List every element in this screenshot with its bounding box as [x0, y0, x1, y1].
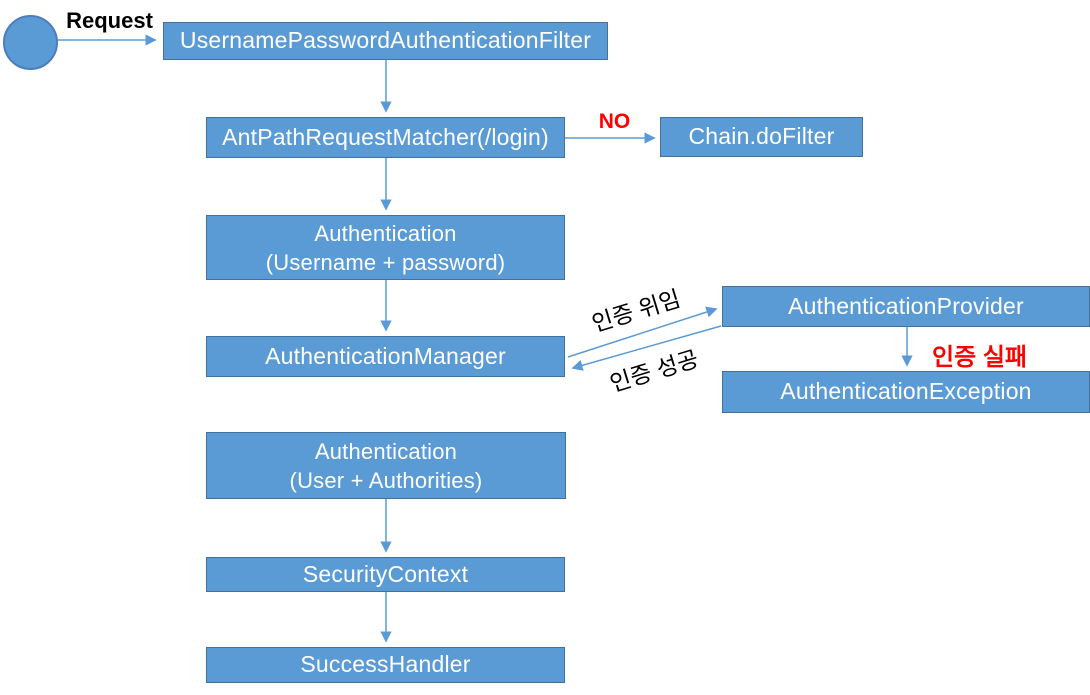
node-success-handler: SuccessHandler [206, 647, 565, 683]
node-label-line2: (User + Authorities) [289, 467, 483, 493]
node-label: SecurityContext [302, 560, 469, 587]
node-authentication-user-authorities: Authentication (User + Authorities) [206, 432, 566, 499]
node-chain-dofilter: Chain.doFilter [660, 117, 863, 157]
node-authentication-provider: AuthenticationProvider [722, 286, 1090, 327]
success-label: 인증 성공 [606, 345, 702, 397]
node-label-line1: Authentication [314, 220, 457, 246]
node-ant-path-request-matcher: AntPathRequestMatcher(/login) [206, 117, 565, 158]
start-circle [3, 15, 58, 70]
node-label: SuccessHandler [300, 651, 471, 678]
node-label: AuthenticationException [780, 378, 1032, 405]
no-label: NO [598, 110, 631, 133]
node-username-password-authentication-filter: UsernamePasswordAuthenticationFilter [163, 22, 608, 60]
node-label-line1: Authentication [314, 438, 458, 464]
node-label: AuthenticationManager [265, 342, 506, 369]
node-label-line2: (Username + password) [265, 249, 506, 275]
node-label: Chain.doFilter [688, 123, 835, 150]
request-label: Request [66, 8, 153, 33]
failure-label: 인증 실패 [932, 344, 1027, 371]
node-label: AntPathRequestMatcher(/login) [222, 123, 549, 150]
node-authentication-username-password: Authentication (Username + password) [206, 215, 565, 280]
node-authentication-exception: AuthenticationException [722, 371, 1090, 413]
node-security-context: SecurityContext [206, 557, 565, 592]
node-label: UsernamePasswordAuthenticationFilter [179, 27, 592, 54]
delegate-label: 인증 위임 [588, 285, 684, 337]
node-label: AuthenticationProvider [788, 292, 1024, 319]
node-authentication-manager: AuthenticationManager [206, 336, 565, 377]
